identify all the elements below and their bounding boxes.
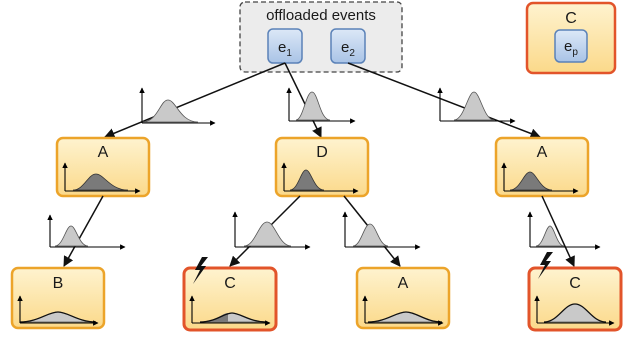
node-a-bottom[interactable]: A: [355, 266, 451, 330]
node-c-left-dist-dark: [200, 313, 228, 322]
edges-top: [104, 62, 541, 139]
node-a-left[interactable]: A: [55, 136, 151, 198]
node-c-left-dist-line: [199, 312, 267, 323]
dist-chart-top-right: [437, 87, 516, 124]
node-a-left-label: A: [98, 144, 109, 161]
node-a-right-dist: [509, 171, 553, 191]
edge-a-to-c: [541, 195, 575, 267]
dist-chart-bottom-2: [232, 211, 311, 250]
svg-text:e1: e1: [278, 39, 292, 59]
event-e2-sub: 2: [349, 48, 355, 59]
edge-a-to-b: [63, 195, 104, 267]
dist-chart-bottom-4: [527, 211, 601, 250]
event-e1[interactable]: e1: [267, 28, 303, 64]
node-c-failed-right[interactable]: C: [527, 266, 623, 332]
node-c-right-dist-line: [543, 303, 607, 323]
edge-e1-to-d: [284, 62, 322, 138]
event-ep[interactable]: ep: [554, 29, 588, 63]
edges-bottom: [63, 195, 575, 267]
event-e2-base: e: [341, 39, 349, 56]
event-ep-base: e: [564, 38, 572, 55]
event-e1-base: e: [278, 39, 286, 56]
node-c-failed-left[interactable]: C: [182, 266, 278, 332]
edge-e2-to-a-right: [347, 62, 541, 139]
offloaded-events-title: offloaded events: [266, 7, 376, 24]
corner-node-label: C: [565, 10, 577, 27]
node-a-bottom-dist-line: [367, 311, 443, 323]
dist-chart-bottom-1: [47, 214, 126, 250]
node-b[interactable]: B: [10, 266, 106, 330]
event-e2[interactable]: e2: [330, 28, 366, 64]
node-a-right[interactable]: A: [494, 136, 590, 198]
node-a-right-label: A: [537, 144, 548, 161]
lightning-bolt-icon: [538, 252, 553, 279]
node-d-label: D: [316, 144, 328, 161]
event-ep-sub: p: [572, 47, 578, 58]
lightning-bolt-icon: [193, 257, 208, 284]
dist-chart-top-middle: [286, 87, 356, 124]
node-b-label: B: [53, 275, 64, 292]
svg-text:e2: e2: [341, 39, 355, 59]
event-e1-sub: 1: [286, 48, 292, 59]
svg-text:ep: ep: [564, 38, 578, 58]
node-a-bottom-label: A: [398, 275, 409, 292]
node-b-dist-line: [19, 311, 97, 323]
node-d-dist: [289, 169, 325, 191]
node-d[interactable]: D: [274, 136, 370, 198]
node-a-left-dist: [72, 173, 129, 191]
dist-chart-top-left: [139, 87, 216, 126]
node-c-right-label: C: [569, 275, 581, 292]
corner-node-c[interactable]: C ep: [525, 1, 617, 75]
edge-e1-to-a-left: [104, 62, 286, 139]
node-c-left-label: C: [224, 275, 236, 292]
dist-chart-bottom-3: [342, 211, 421, 250]
offloaded-events-group: offloaded events e1 e2: [239, 1, 403, 73]
